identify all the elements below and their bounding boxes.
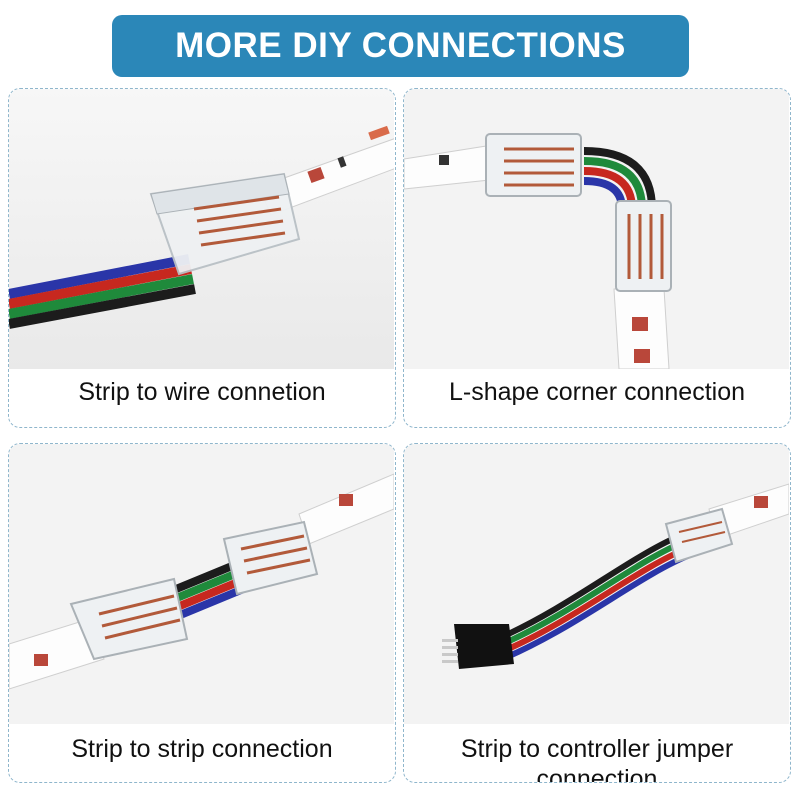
banner-title: MORE DIY CONNECTIONS [175,26,626,65]
panel-strip-to-controller: Strip to controller jumper connection [403,443,791,783]
caption-strip-to-wire: Strip to wire connetion [78,378,326,406]
caption-l-shape: L-shape corner connection [448,378,746,406]
panel-strip-to-strip: Strip to strip connection [8,443,396,783]
caption-strip-to-controller: Strip to controller jumper connection [460,735,734,783]
strip-to-controller-photo [404,444,789,724]
strip-to-strip-photo [9,444,394,724]
title-banner: MORE DIY CONNECTIONS [112,15,689,77]
caption-strip-to-strip: Strip to strip connection [71,735,333,763]
panel-l-shape: L-shape corner connection [403,88,791,428]
strip-to-wire-photo [9,89,394,369]
l-shape-corner-photo [404,89,789,369]
panel-strip-to-wire: Strip to wire connetion [8,88,396,428]
